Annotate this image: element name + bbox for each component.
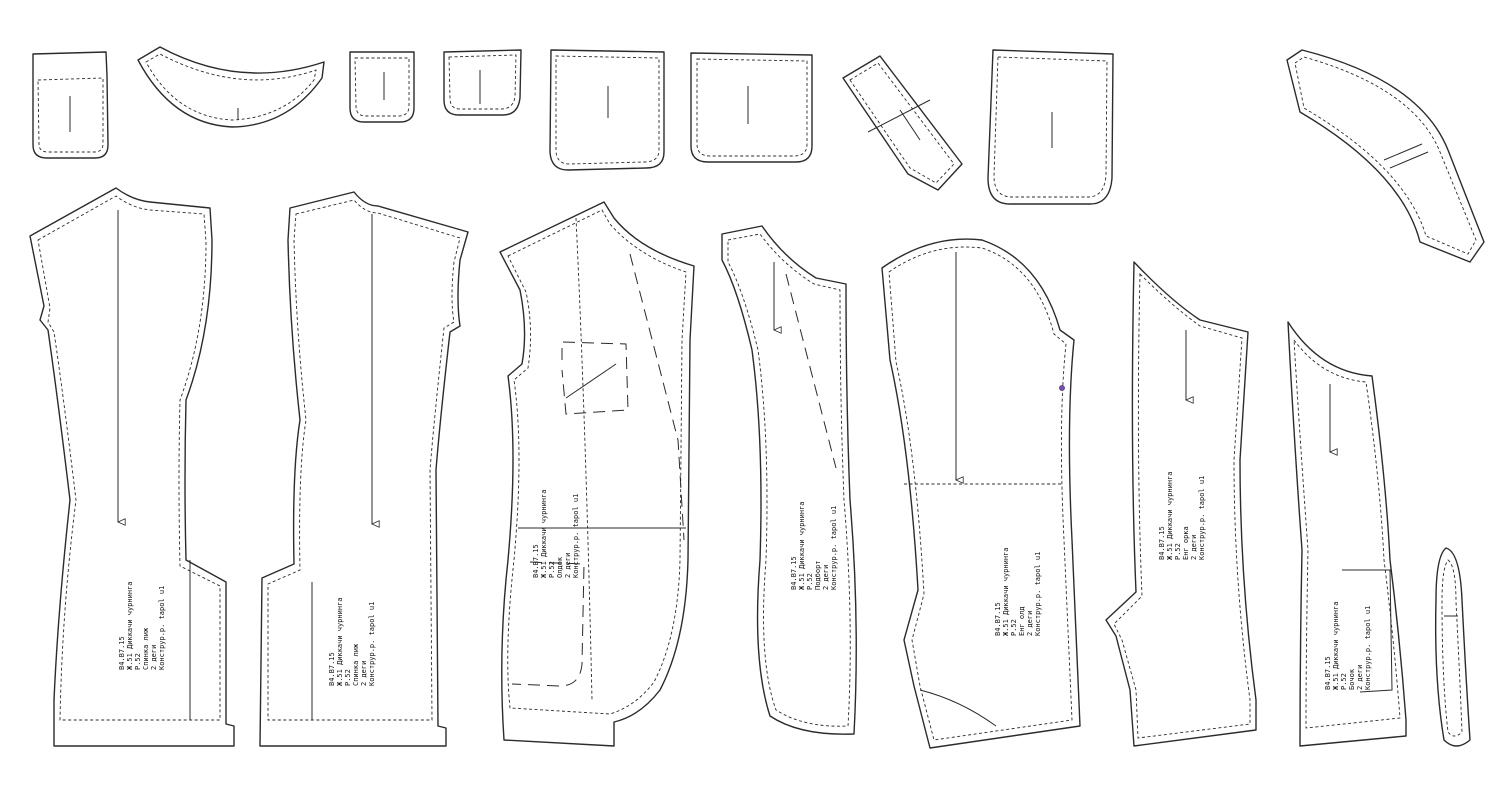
label-back-right: B4.B7.15 Ж.51 Диккачи чурнинга Р.52 Спин…	[319, 588, 376, 686]
label-front: B4.B7.15 Ж.51 Диккачи чурнинга Р.52 Олдо…	[523, 480, 580, 578]
curved-belt-piece	[1286, 49, 1485, 263]
collar-piece	[137, 46, 325, 128]
notch-marker	[1059, 385, 1065, 391]
pocket-flap-1	[549, 49, 665, 171]
top-sleeve-piece: B4.B7.15 Ж.51 Диккачи чурнинга Р.52 Енг …	[881, 238, 1081, 749]
pocket-piece-2	[349, 51, 415, 123]
label-top-sleeve: B4.B7.15 Ж.51 Диккачи чурнинга Р.52 Енг …	[985, 538, 1042, 636]
label-under-sleeve: B4.B7.15 Ж.51 Диккачи чурнинга Р.52 Енг …	[1149, 462, 1206, 560]
under-sleeve-piece: B4.B7.15 Ж.51 Диккачи чурнинга Р.52 Енг …	[1105, 261, 1257, 747]
pocket-flap-3	[987, 49, 1114, 205]
front-piece: B4.B7.15 Ж.51 Диккачи чурнинга Р.52 Олдо…	[499, 201, 695, 747]
label-front-facing: B4.B7.15 Ж.51 Диккачи чурнинга Р.52 Подб…	[781, 492, 838, 590]
pocket-piece-1	[32, 51, 109, 159]
back-piece-right: B4.B7.15 Ж.51 Диккачи чурнинга Р.52 Спин…	[259, 191, 469, 747]
angled-pocket-piece	[842, 55, 963, 191]
side-panel-piece: B4.B7.15 Ж.51 Диккачи чурнинга Р.52 Бочо…	[1287, 321, 1407, 747]
small-strip-piece	[1434, 547, 1471, 747]
label-side-panel: B4.B7.15 Ж.51 Диккачи чурнинга Р.52 Бочо…	[1315, 592, 1372, 690]
back-piece-left: B4.B7.15 Ж.51 Диккачи чурнинга Р.52 Спин…	[29, 187, 235, 747]
pocket-flap-2	[690, 52, 813, 163]
front-facing-piece: B4.B7.15 Ж.51 Диккачи чурнинга Р.52 Подб…	[721, 225, 857, 735]
pocket-piece-3	[443, 49, 522, 116]
label-back-left: B4.B7.15 Ж.51 Диккачи чурнинга Р.52 Спин…	[109, 572, 166, 670]
